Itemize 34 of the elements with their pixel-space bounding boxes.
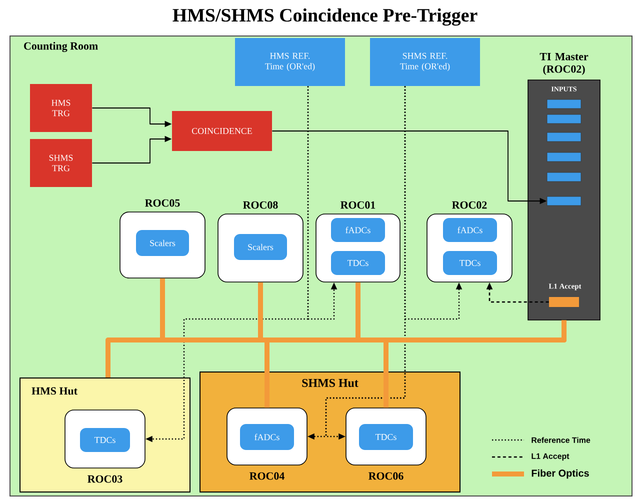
room-heading: Counting Room (24, 42, 98, 52)
hut-heading: HMS Hut (32, 387, 78, 395)
coincidence-box: COINCIDENCE (172, 111, 272, 151)
input-slot (546, 132, 582, 142)
roc-label: ROC04 (250, 472, 284, 480)
roc-label: ROC08 (243, 201, 278, 209)
module-pill: fADCs (443, 218, 497, 242)
roc-label: ROC02 (452, 201, 487, 209)
reference-time-box: SHMS REF. Time (OR'ed) (370, 38, 480, 86)
ti-master-heading: TI Master (ROC02) (540, 53, 588, 75)
module-pill: TDCs (443, 251, 497, 275)
input-slot (546, 196, 582, 206)
module-pill: TDCs (359, 424, 413, 450)
trigger-box: HMS TRG (30, 84, 92, 132)
roc-label: ROC06 (368, 472, 404, 480)
reference-time-box: HMS REF. Time (OR'ed) (235, 38, 345, 86)
roc-label: ROC03 (88, 475, 122, 483)
roc-label: ROC05 (145, 199, 180, 207)
input-slot (546, 99, 582, 109)
fiber-line (384, 320, 566, 408)
hut-heading: SHMS Hut (302, 378, 358, 388)
module-pill: fADCs (331, 218, 385, 242)
module-pill: Scalers (136, 230, 189, 256)
trigger-box: SHMS TRG (30, 139, 92, 187)
legend-label: Fiber Optics (532, 469, 589, 479)
input-slot (546, 114, 582, 124)
module-pill: TDCs (80, 428, 130, 452)
input-slot (546, 172, 582, 182)
input-slot (546, 152, 582, 162)
module-pill: fADCs (240, 424, 294, 450)
module-pill: Scalers (234, 234, 287, 260)
title: HMS/SHMS Coincidence Pre-Trigger (172, 8, 478, 26)
roc-label: ROC01 (340, 201, 376, 209)
module-pill: TDCs (331, 251, 385, 275)
